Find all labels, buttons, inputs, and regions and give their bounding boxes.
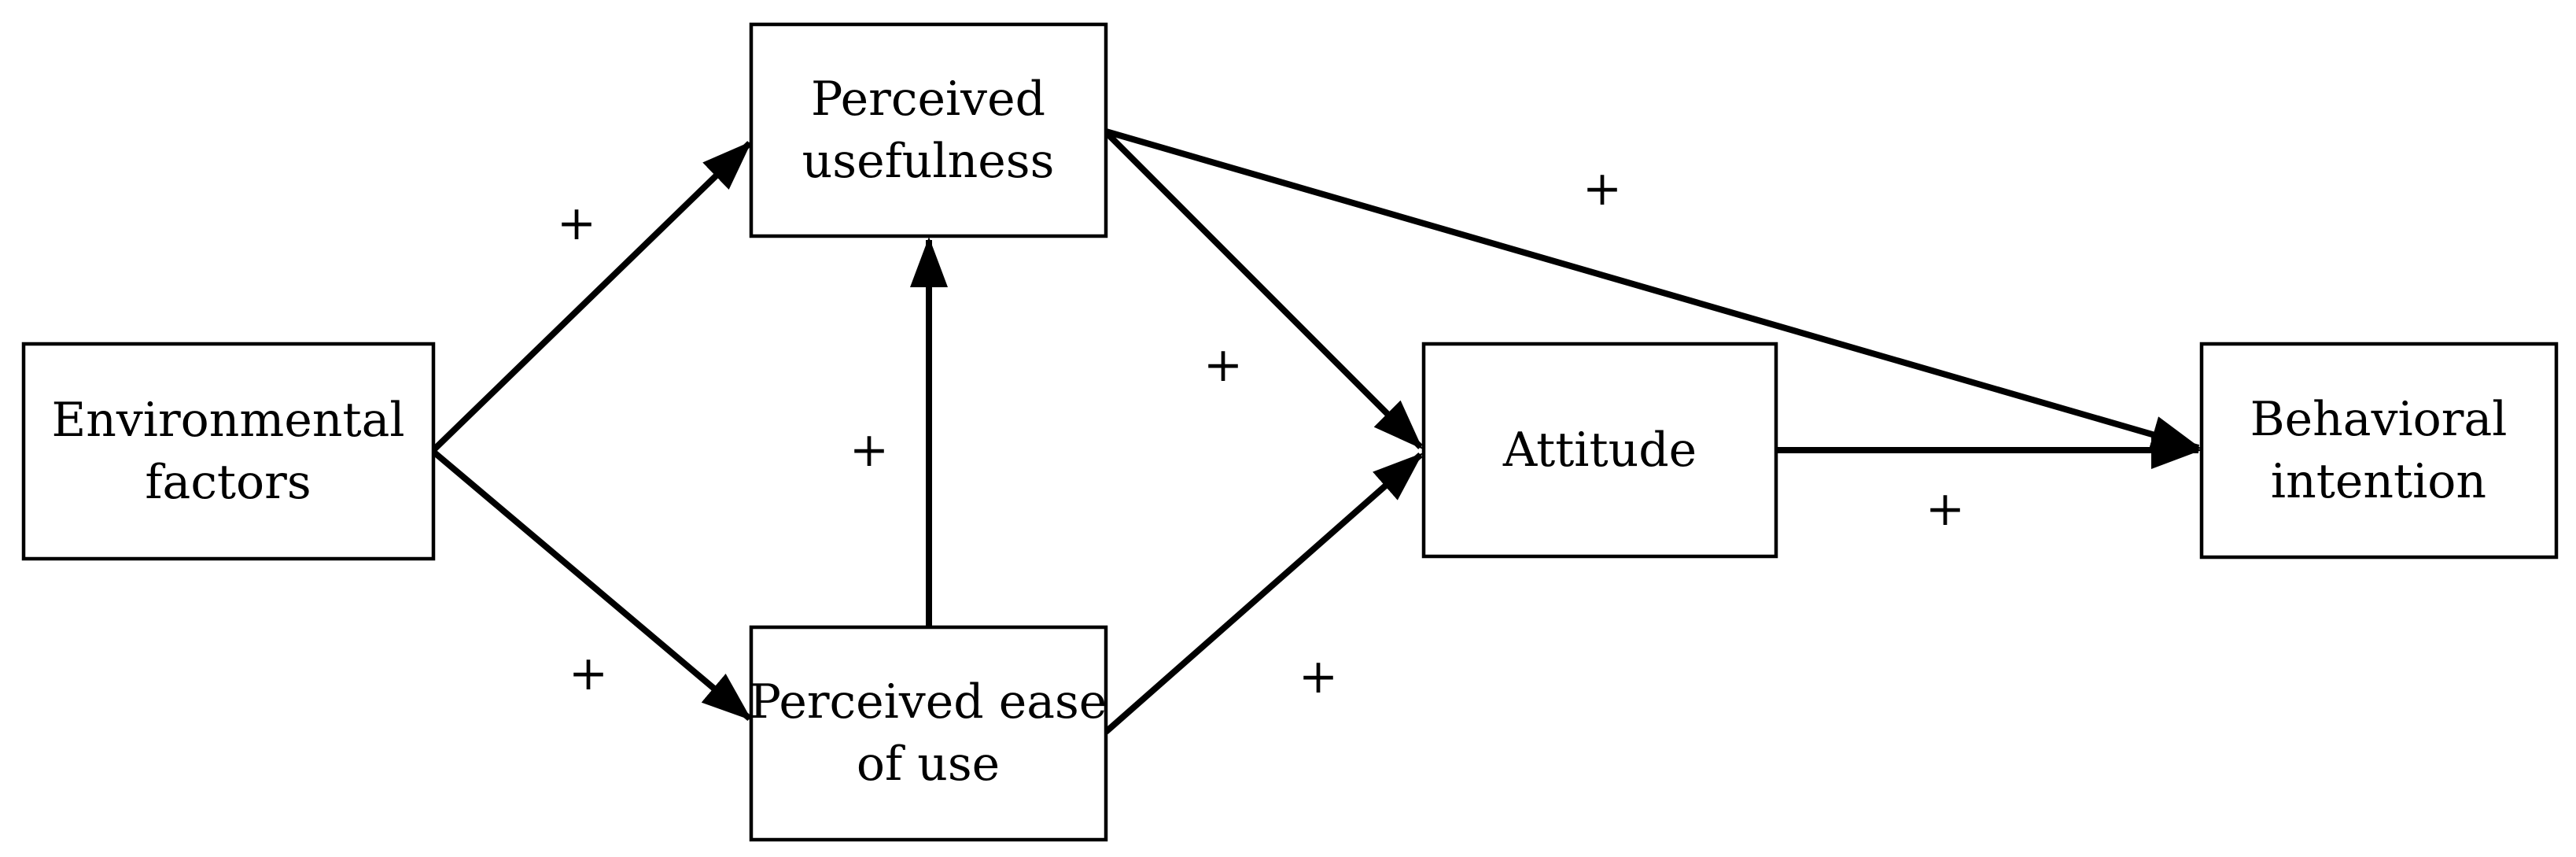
sign-usefulness-to-intention: + (1583, 161, 1622, 216)
perceived-ease-of-use-label-line2: of use (857, 737, 1000, 792)
environmental-factors-box (21, 342, 436, 561)
sign-ease-to-attitude: + (1299, 649, 1338, 704)
sign-usefulness-to-attitude: + (1203, 338, 1243, 393)
node-attitude: Attitude (1421, 342, 1778, 559)
perceived-ease-of-use-box (749, 625, 1108, 842)
sign-attitude-to-intention: + (1926, 482, 1965, 537)
environmental-factors-label-line1: Environmental (51, 393, 404, 448)
sign-env-to-ease: + (569, 646, 608, 701)
node-environmental-factors: Environmental factors (21, 342, 436, 561)
edges (431, 128, 2202, 735)
node-perceived-ease-of-use: Perceived ease of use (749, 625, 1108, 842)
edge-usefulness-to-attitude (1104, 130, 1423, 449)
sign-env-to-usefulness: + (557, 196, 596, 251)
edge-env-to-usefulness (431, 141, 752, 453)
edge-sign-labels: + + + + + + + (557, 161, 1965, 704)
edge-env-to-ease (431, 449, 753, 722)
node-behavioral-intention: Behavioral intention (2199, 342, 2559, 560)
perceived-usefulness-label-line1: Perceived (811, 72, 1045, 127)
environmental-factors-label-line2: factors (145, 455, 311, 510)
edge-ease-to-attitude (1104, 452, 1424, 735)
behavioral-intention-label-line2: intention (2271, 454, 2486, 509)
behavioral-intention-box (2199, 342, 2559, 560)
perceived-usefulness-label-line2: usefulness (802, 134, 1055, 189)
attitude-label: Attitude (1502, 423, 1697, 478)
behavioral-intention-label-line1: Behavioral (2250, 392, 2508, 447)
edge-usefulness-to-intention (1104, 128, 2202, 453)
perceived-ease-of-use-label-line1: Perceived ease (750, 674, 1107, 730)
sign-ease-to-usefulness: + (849, 423, 889, 478)
perceived-usefulness-box (749, 22, 1108, 238)
node-perceived-usefulness: Perceived usefulness (749, 22, 1108, 238)
attitude-box (1421, 342, 1778, 559)
